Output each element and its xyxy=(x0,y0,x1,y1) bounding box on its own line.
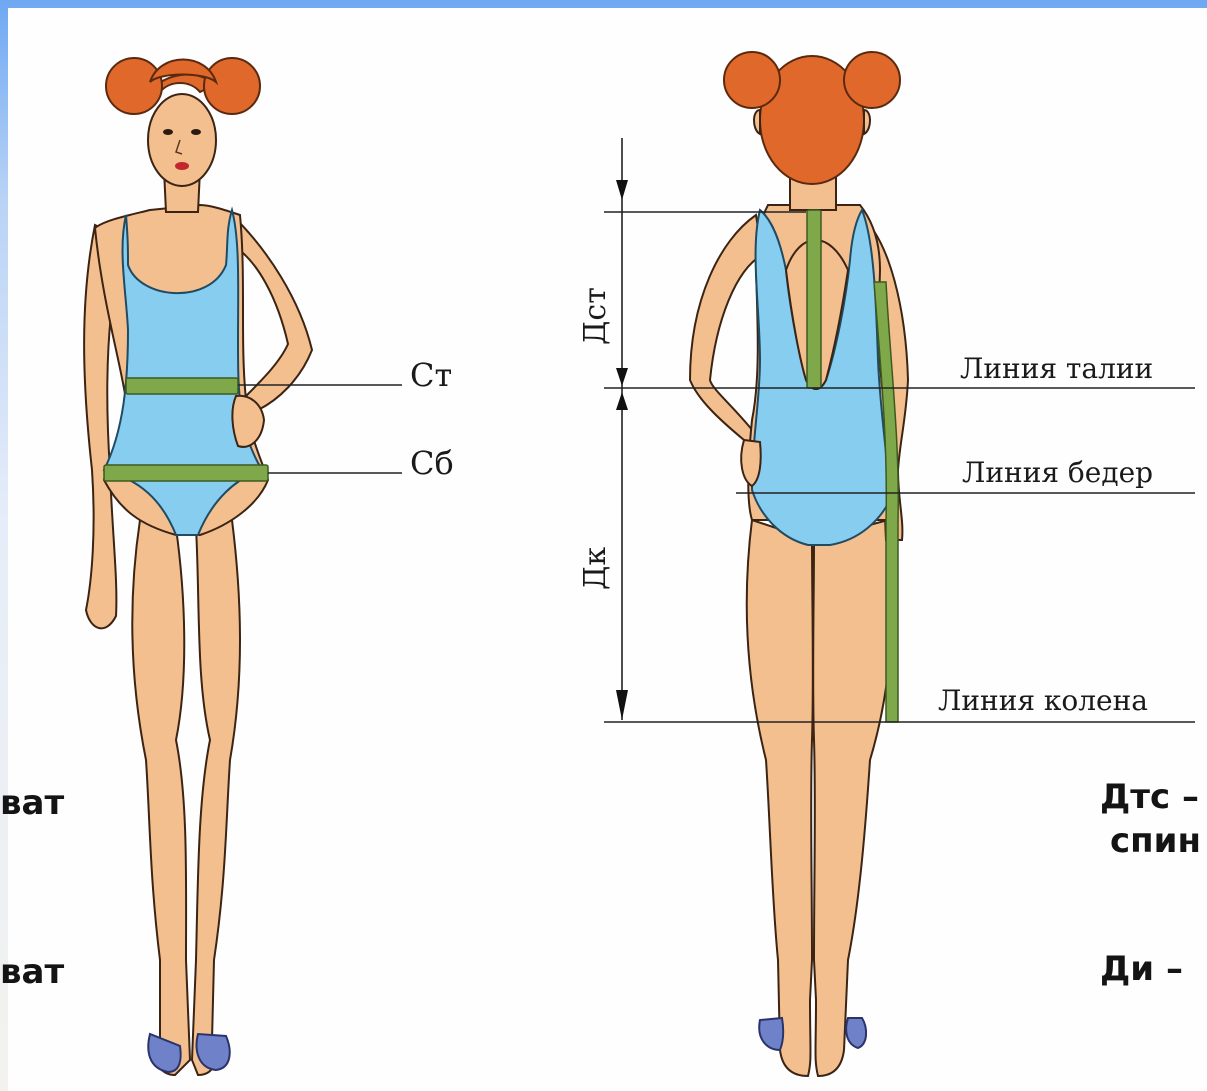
hip-girth-label: Сб xyxy=(410,444,454,482)
back-left-leg xyxy=(747,520,813,1076)
arrow-waist-down xyxy=(616,368,628,386)
back-length-label: Дст xyxy=(578,287,613,345)
back-left-sandal xyxy=(759,1018,783,1050)
hip-line-label: Линия бедер xyxy=(962,456,1153,489)
back-right-sandal xyxy=(846,1018,866,1048)
front-right-leg xyxy=(192,520,240,1075)
front-left-leg xyxy=(132,520,190,1075)
waist-tape xyxy=(126,378,238,394)
waist-girth-label: Ст xyxy=(410,356,452,394)
front-figure: Ст Сб xyxy=(84,58,454,1075)
right-text-3: Ди – xyxy=(1100,952,1183,986)
back-length-tape xyxy=(807,210,821,388)
arrow-knee-down xyxy=(616,690,628,720)
hip-tape xyxy=(104,465,268,481)
right-text-1: Дтс – xyxy=(1100,780,1199,814)
front-face xyxy=(148,94,216,186)
knee-line-label: Линия колена xyxy=(938,684,1148,717)
back-figure: Дст Дк Линия талии Линия бедер Линия кол… xyxy=(578,52,1195,1076)
left-text-2: ват xyxy=(0,955,64,989)
arrow-waist-up xyxy=(616,392,628,410)
arrow-top-down xyxy=(616,180,628,200)
back-right-leg xyxy=(813,520,892,1076)
knee-length-label: Дк xyxy=(578,547,613,590)
waist-line-label: Линия талии xyxy=(960,352,1153,385)
left-text-1: ват xyxy=(0,786,64,820)
right-text-2: спин xyxy=(1110,824,1201,858)
